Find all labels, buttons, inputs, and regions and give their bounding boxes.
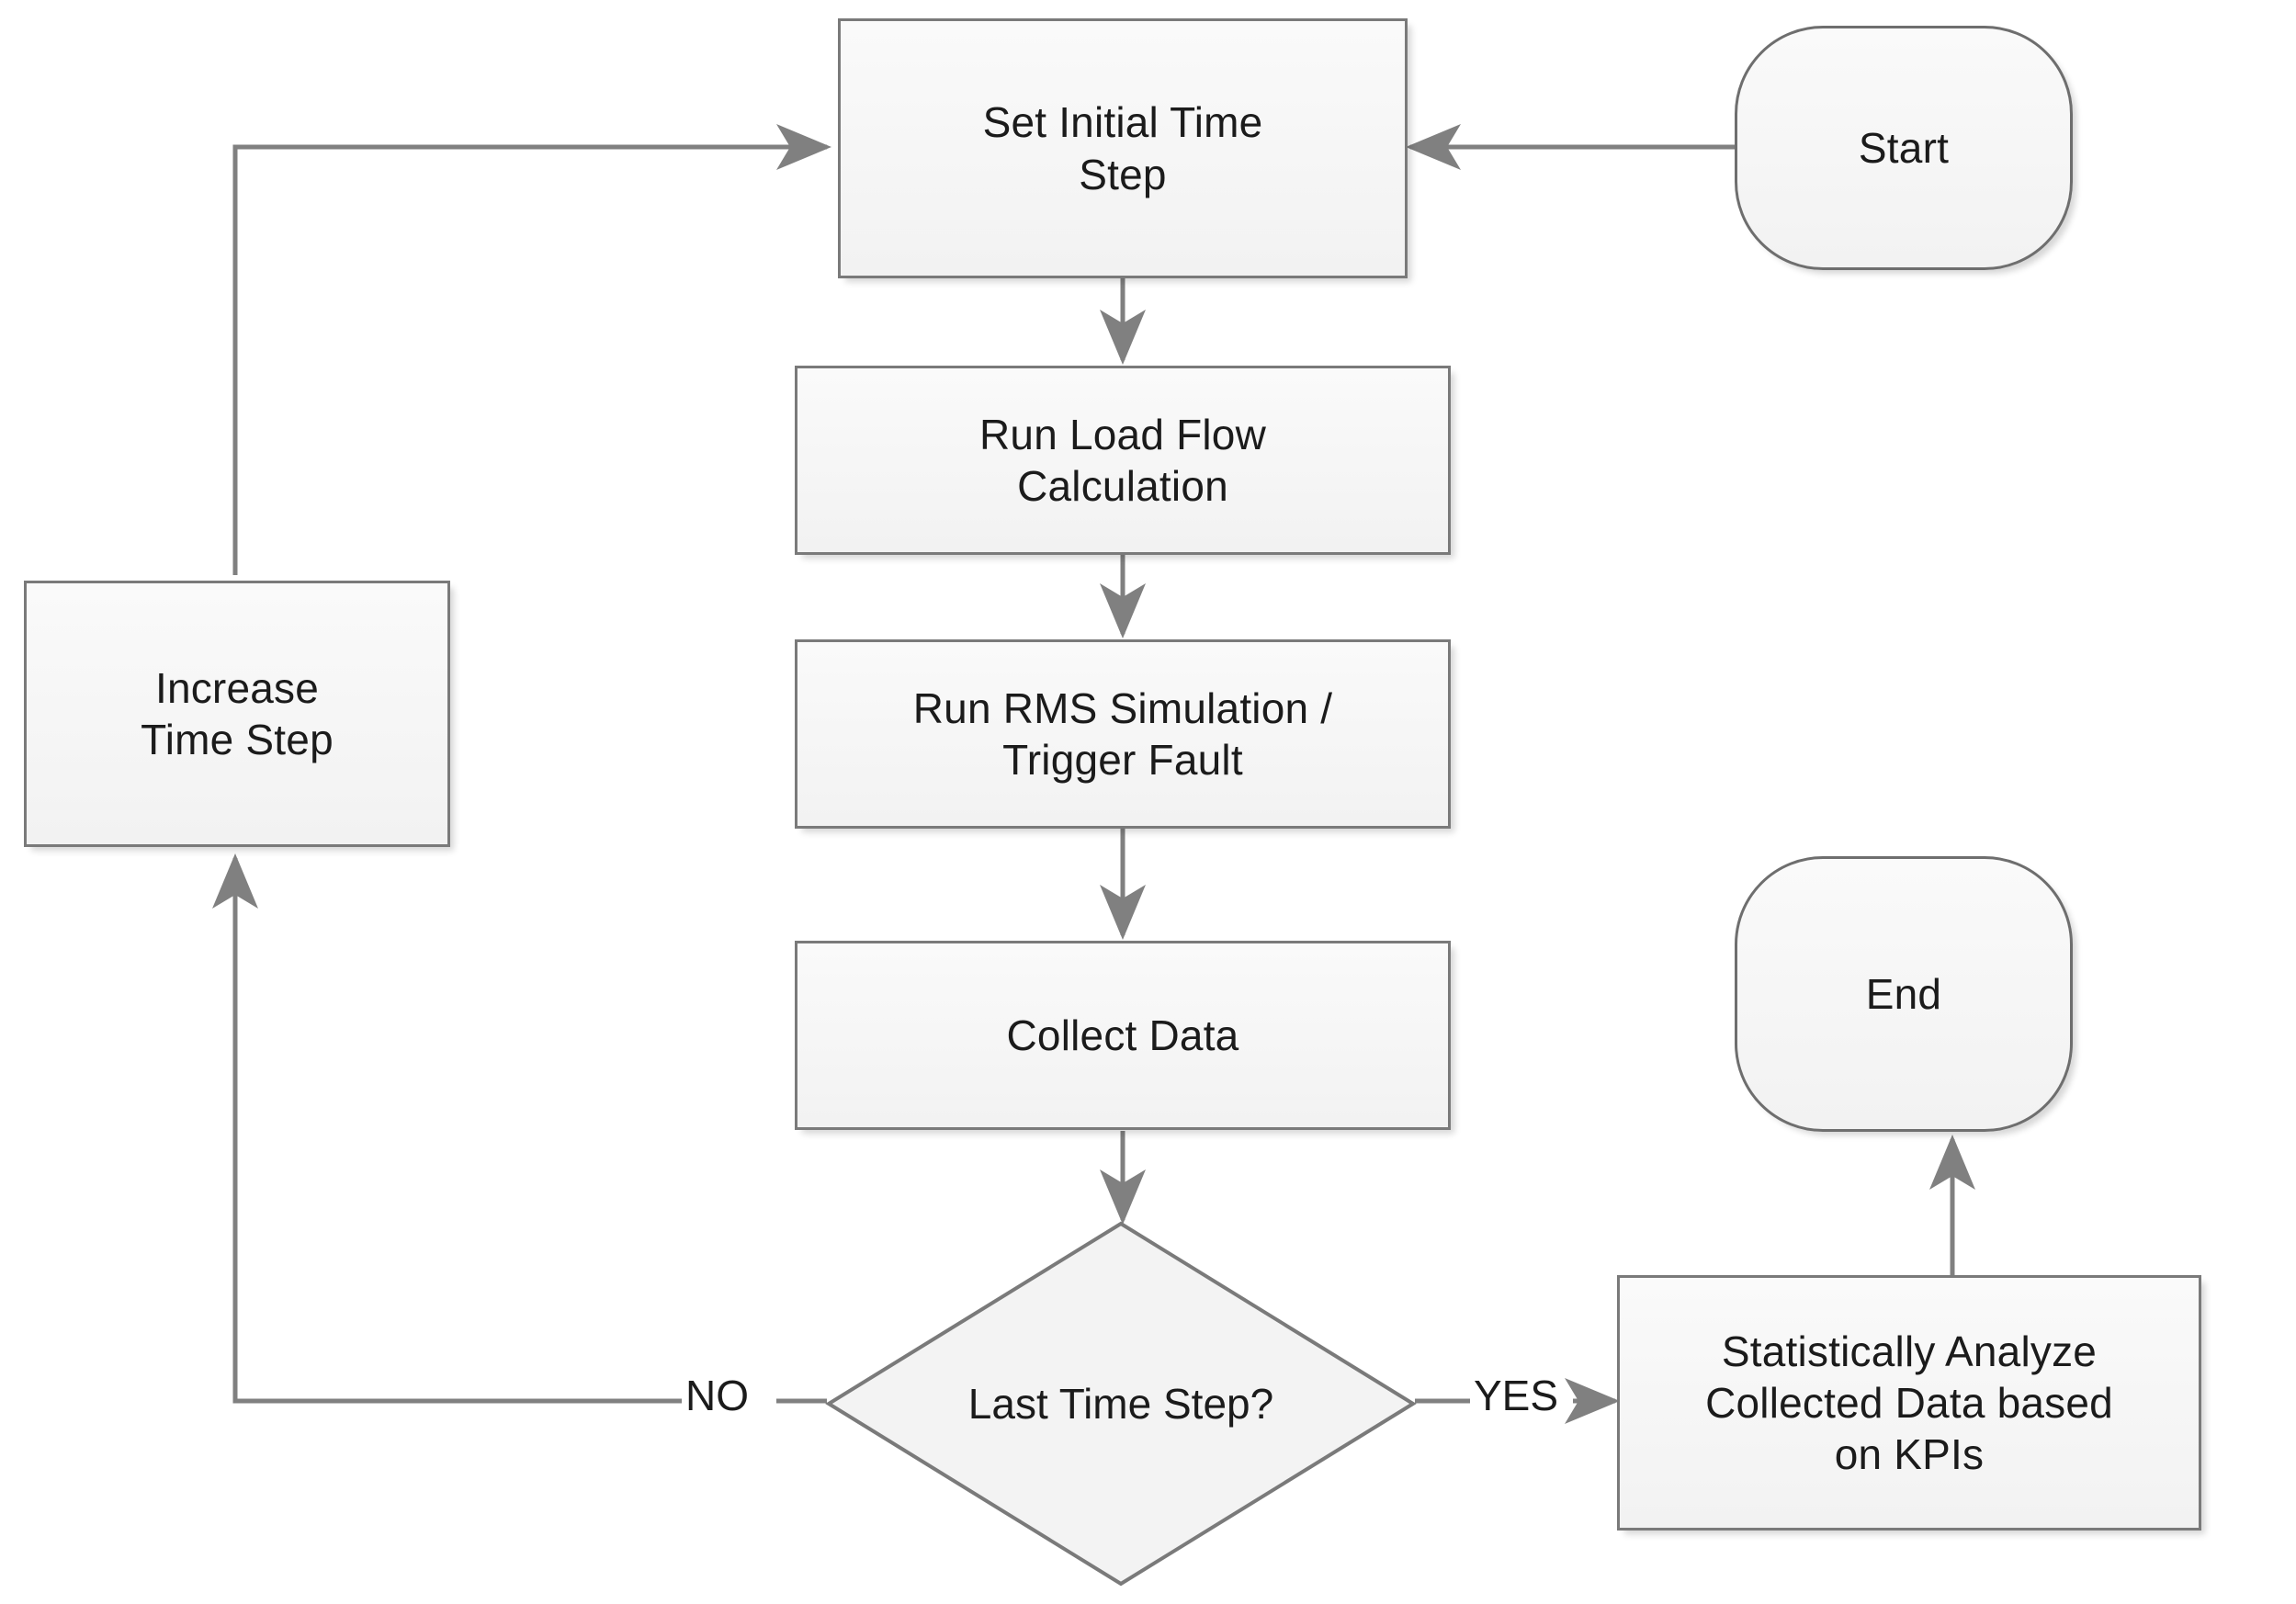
node-set-initial-time-step-label: Set Initial Time Step: [982, 98, 1263, 198]
node-start[interactable]: Start: [1735, 26, 2073, 270]
node-last-time-step-label: Last Time Step?: [967, 1380, 1274, 1428]
node-end-label: End: [1865, 969, 1942, 1018]
node-increase-time-step[interactable]: Increase Time Step: [24, 581, 450, 847]
edge-increase-to-setinitial: [232, 124, 831, 575]
node-run-rms-simulation[interactable]: Run RMS Simulation / Trigger Fault: [795, 639, 1451, 829]
node-run-load-flow[interactable]: Run Load Flow Calculation: [795, 366, 1451, 555]
edge-label-no: NO: [682, 1371, 752, 1420]
node-analyze-kpis-label: Statistically Analyze Collected Data bas…: [1705, 1327, 2113, 1479]
node-collect-data[interactable]: Collect Data: [795, 941, 1451, 1130]
edge-no-label-to-increase: [212, 853, 682, 1404]
node-set-initial-time-step[interactable]: Set Initial Time Step: [838, 18, 1408, 278]
node-increase-time-step-label: Increase Time Step: [141, 663, 334, 763]
node-run-rms-simulation-label: Run RMS Simulation / Trigger Fault: [912, 683, 1333, 784]
node-analyze-kpis[interactable]: Statistically Analyze Collected Data bas…: [1617, 1275, 2201, 1531]
node-start-label: Start: [1858, 123, 1950, 172]
node-collect-data-label: Collect Data: [1006, 1011, 1239, 1059]
node-last-time-step-decision[interactable]: Last Time Step?: [825, 1220, 1417, 1587]
node-run-load-flow-label: Run Load Flow Calculation: [979, 410, 1266, 510]
node-end[interactable]: End: [1735, 856, 2073, 1132]
edge-label-yes: YES: [1470, 1371, 1563, 1420]
decision-diamond-shape: [825, 1221, 1417, 1587]
